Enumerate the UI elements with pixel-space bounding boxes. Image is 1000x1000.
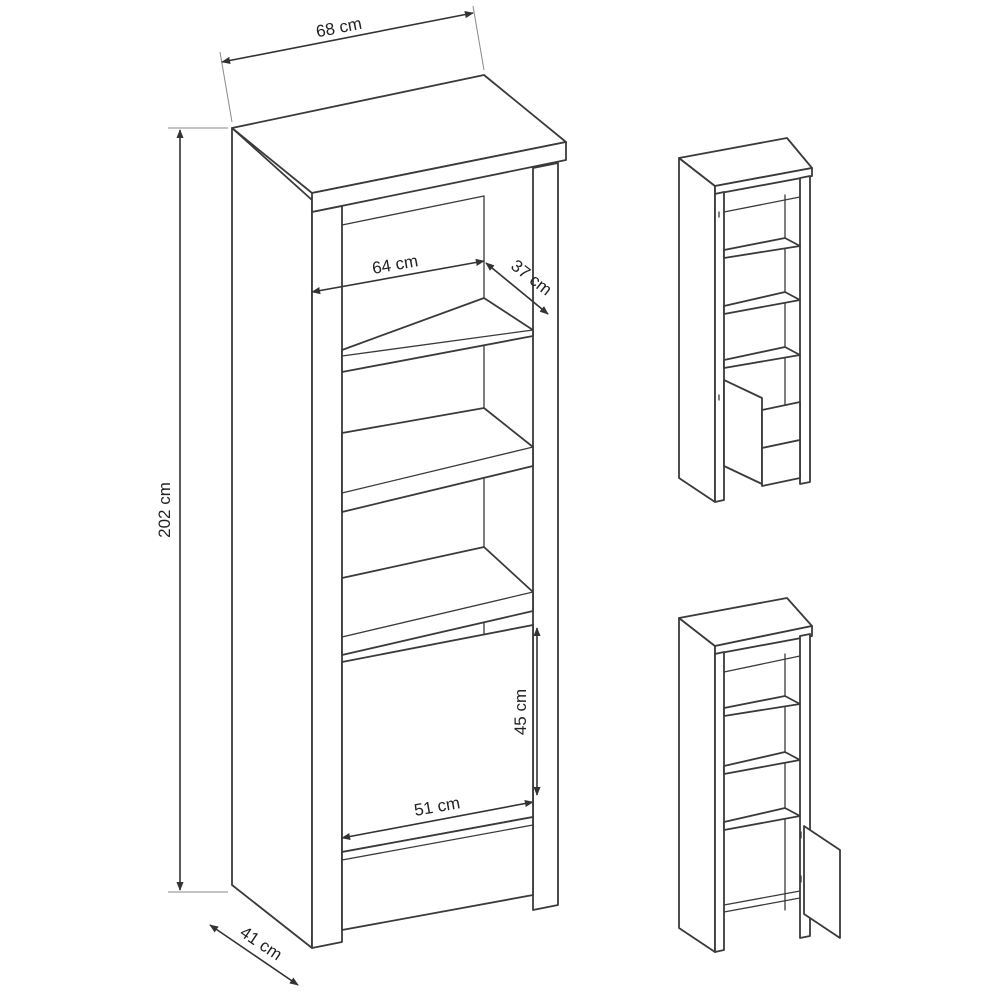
thumbnail-open-door <box>678 597 841 953</box>
main-cabinet-view <box>231 74 567 949</box>
dimension-drawer-height: 45 cm <box>511 627 541 796</box>
dimension-total-height: 202 cm <box>155 127 228 893</box>
drawer-height-label: 45 cm <box>511 689 530 735</box>
lower-door <box>341 624 534 853</box>
total-height-label: 202 cm <box>155 482 174 538</box>
shelf-3 <box>341 546 534 656</box>
interior-top-back <box>341 195 485 226</box>
thumbnail-open-drawer <box>678 137 813 503</box>
top-front-edge <box>311 141 567 213</box>
shelf-1 <box>341 297 534 373</box>
shelf-2 <box>341 407 534 513</box>
left-side-panel <box>231 127 313 949</box>
total-width-label: 68 cm <box>314 14 363 41</box>
left-front-stile <box>311 205 343 949</box>
total-depth-label: 41 cm <box>237 923 286 965</box>
dimension-total-depth: 41 cm <box>209 923 299 986</box>
